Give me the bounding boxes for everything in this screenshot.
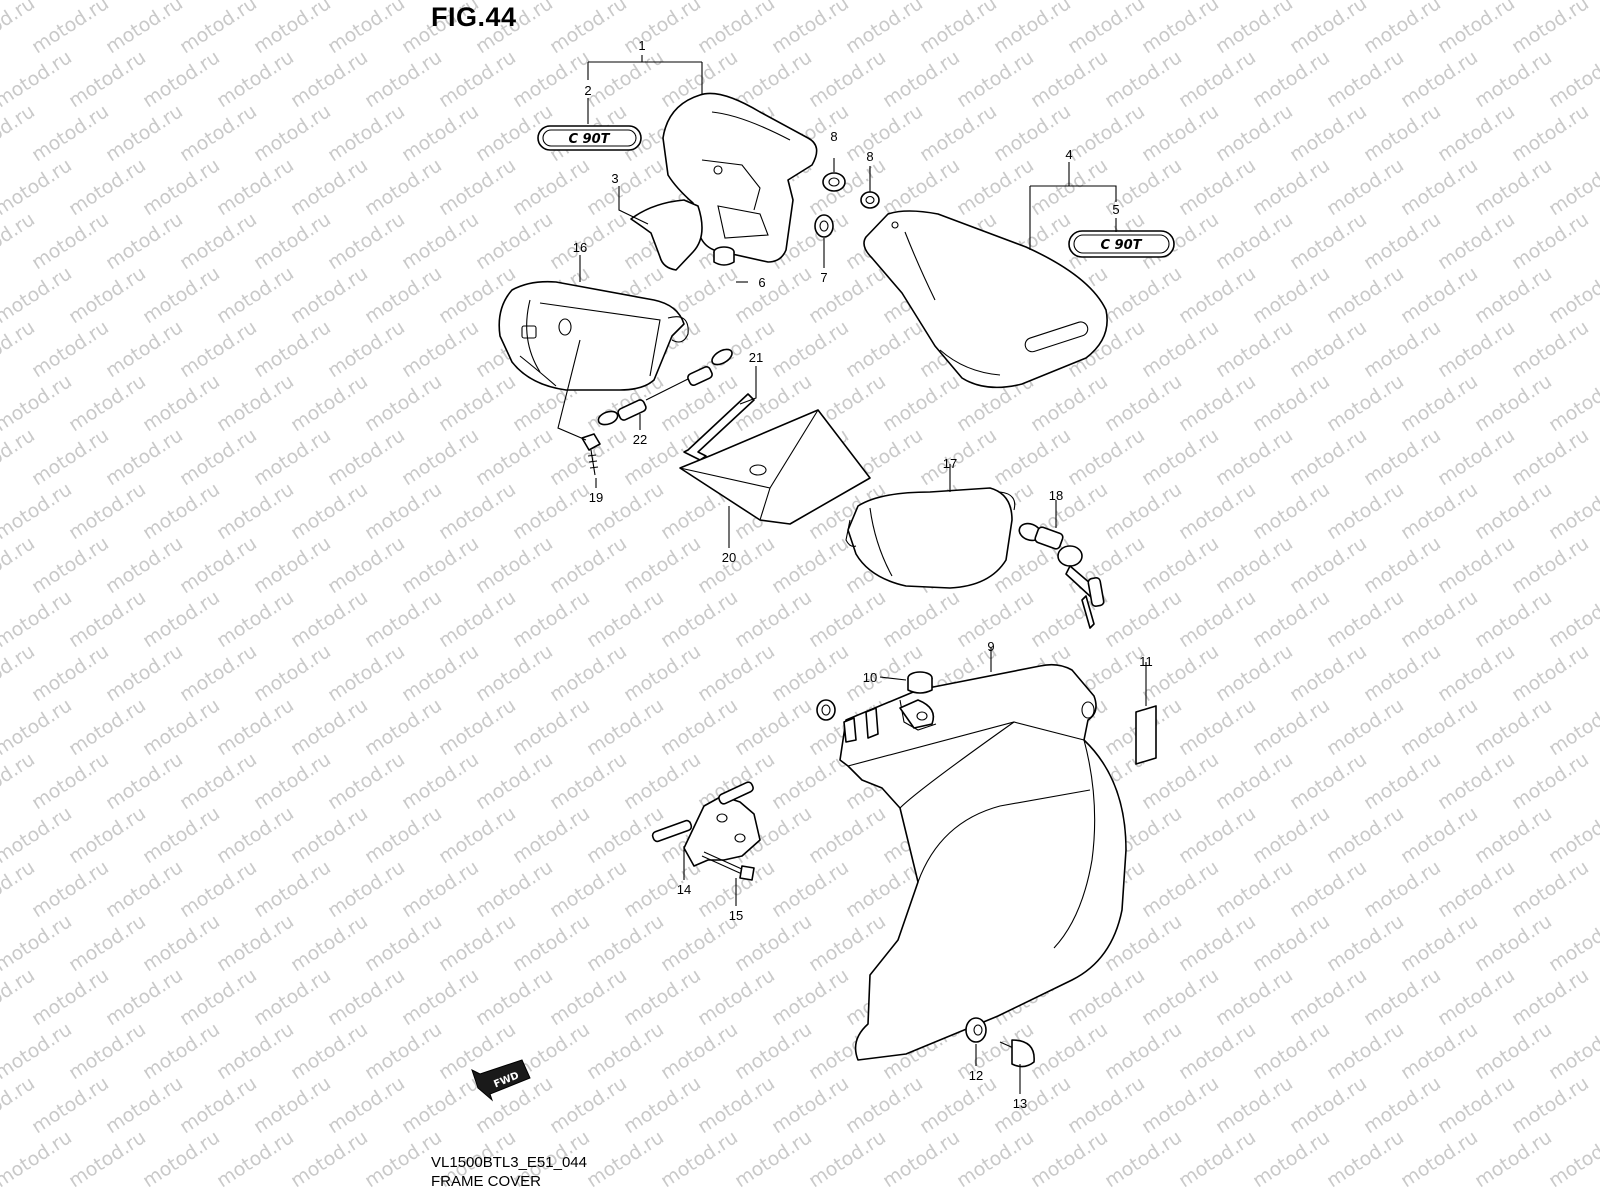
callout-7: 7 [820, 270, 827, 285]
callout-11: 11 [1139, 654, 1153, 669]
part-bracket-9-tab[interactable] [843, 699, 935, 743]
part-hex-wrench-21[interactable] [683, 393, 755, 461]
callout-22: 22 [633, 432, 647, 447]
part-label-11[interactable] [1135, 705, 1157, 765]
callout-10: 10 [863, 670, 877, 685]
part-emblem-left[interactable]: C 90T [537, 125, 642, 151]
emblem-left-text: C 90T [568, 132, 610, 147]
part-cable-22[interactable] [597, 346, 735, 427]
callout-19: 19 [589, 490, 603, 505]
part-washer-7[interactable] [814, 214, 834, 238]
part-right-side-cover[interactable] [863, 210, 1108, 389]
figure-title: FIG.44 [431, 2, 517, 32]
part-bolt-15[interactable] [701, 851, 755, 881]
part-bracket-14[interactable] [651, 781, 761, 867]
leader-lines [557, 55, 1147, 1094]
callout-17: 17 [943, 456, 957, 471]
callout-12: 12 [969, 1068, 983, 1083]
callout-5: 5 [1112, 202, 1119, 217]
part-emblem-right[interactable]: C 90T [1068, 230, 1175, 258]
callout-3: 3 [611, 171, 618, 186]
callout-18: 18 [1049, 488, 1063, 503]
part-main-frame-cover-9[interactable] [839, 663, 1127, 1061]
figure-footer: VL1500BTL3_E51_044 FRAME COVER [431, 1153, 587, 1191]
callout-6: 6 [758, 275, 765, 290]
fwd-direction-arrow: FWD [471, 1059, 531, 1102]
callout-15: 15 [729, 908, 743, 923]
callout-9: 9 [987, 639, 994, 654]
callout-2: 2 [584, 83, 591, 98]
callout-8a: 8 [830, 129, 837, 144]
part-grommet-10[interactable] [907, 671, 933, 694]
part-tool-bag-20[interactable] [679, 409, 871, 525]
section-name: FRAME COVER [431, 1173, 542, 1190]
part-grommet-6[interactable] [713, 246, 735, 266]
part-rubber-8a[interactable] [822, 172, 846, 192]
callout-20: 20 [722, 550, 736, 565]
callout-1: 1 [638, 38, 645, 53]
callout-14: 14 [677, 882, 691, 897]
model-code: VL1500BTL3_E51_044 [431, 1154, 587, 1171]
callout-4: 4 [1065, 147, 1072, 162]
part-lock-housing-17[interactable] [845, 487, 1016, 589]
part-nut-12[interactable] [965, 1017, 987, 1043]
part-rubber-8b[interactable] [860, 191, 880, 209]
callout-13: 13 [1013, 1096, 1027, 1111]
part-key-lock-18[interactable] [1017, 521, 1105, 629]
callout-labels: 1 2 3 4 5 6 7 8 8 9 10 11 12 13 14 15 16… [573, 38, 1153, 1111]
callout-8b: 8 [866, 149, 873, 164]
part-screw-13[interactable] [999, 1039, 1035, 1068]
part-grommet-10b[interactable] [816, 699, 836, 721]
callout-21: 21 [749, 350, 763, 365]
part-tool-box-16[interactable] [498, 280, 689, 391]
callout-16: 16 [573, 240, 587, 255]
part-screw-19[interactable] [581, 433, 601, 476]
part-inner-panel[interactable] [630, 199, 703, 271]
emblem-right-text: C 90T [1100, 238, 1142, 253]
